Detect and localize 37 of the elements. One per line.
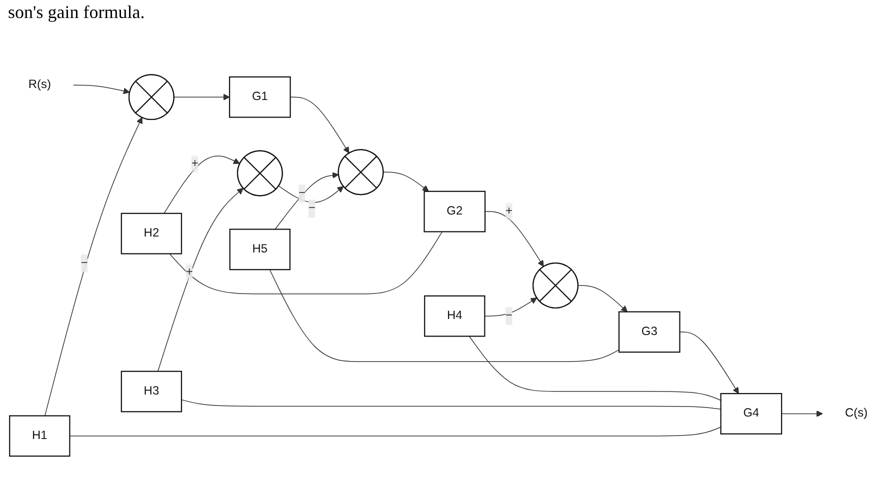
arrow xyxy=(578,286,628,313)
connector xyxy=(69,427,722,437)
node-box: H2 xyxy=(120,213,182,255)
node-box: H1 xyxy=(9,416,70,458)
arrow xyxy=(781,410,823,418)
arrow xyxy=(382,172,429,192)
connector xyxy=(468,336,722,402)
arrow xyxy=(274,172,339,230)
node-box: H4 xyxy=(424,296,486,338)
edge-label: − xyxy=(506,310,513,323)
edge-label: − xyxy=(308,202,316,216)
edge-label: + xyxy=(186,266,193,279)
node-box: G3 xyxy=(618,312,680,354)
arrow xyxy=(44,118,142,417)
edge-label: + xyxy=(191,158,198,171)
node-box: G1 xyxy=(228,76,291,118)
arrow xyxy=(173,94,230,101)
node-box: G4 xyxy=(720,393,782,435)
node-box: H5 xyxy=(229,229,291,271)
arrow xyxy=(158,188,244,372)
arrow xyxy=(484,212,544,268)
node-box: G2 xyxy=(424,191,486,233)
note-text: son's gain formula. xyxy=(8,2,145,22)
node-box: H3 xyxy=(120,371,182,413)
arrow xyxy=(290,97,350,154)
connector xyxy=(181,400,722,410)
edge-label: − xyxy=(298,187,306,200)
connector xyxy=(269,270,620,362)
edge-label: − xyxy=(80,257,88,270)
edge-label: + xyxy=(506,205,513,218)
arrow xyxy=(484,298,538,317)
arrow xyxy=(278,186,344,204)
arrow xyxy=(72,85,130,95)
node-text: R(s) xyxy=(28,78,51,92)
node-text: C(s) xyxy=(845,407,868,420)
arrow xyxy=(679,332,739,394)
connector xyxy=(169,232,443,295)
